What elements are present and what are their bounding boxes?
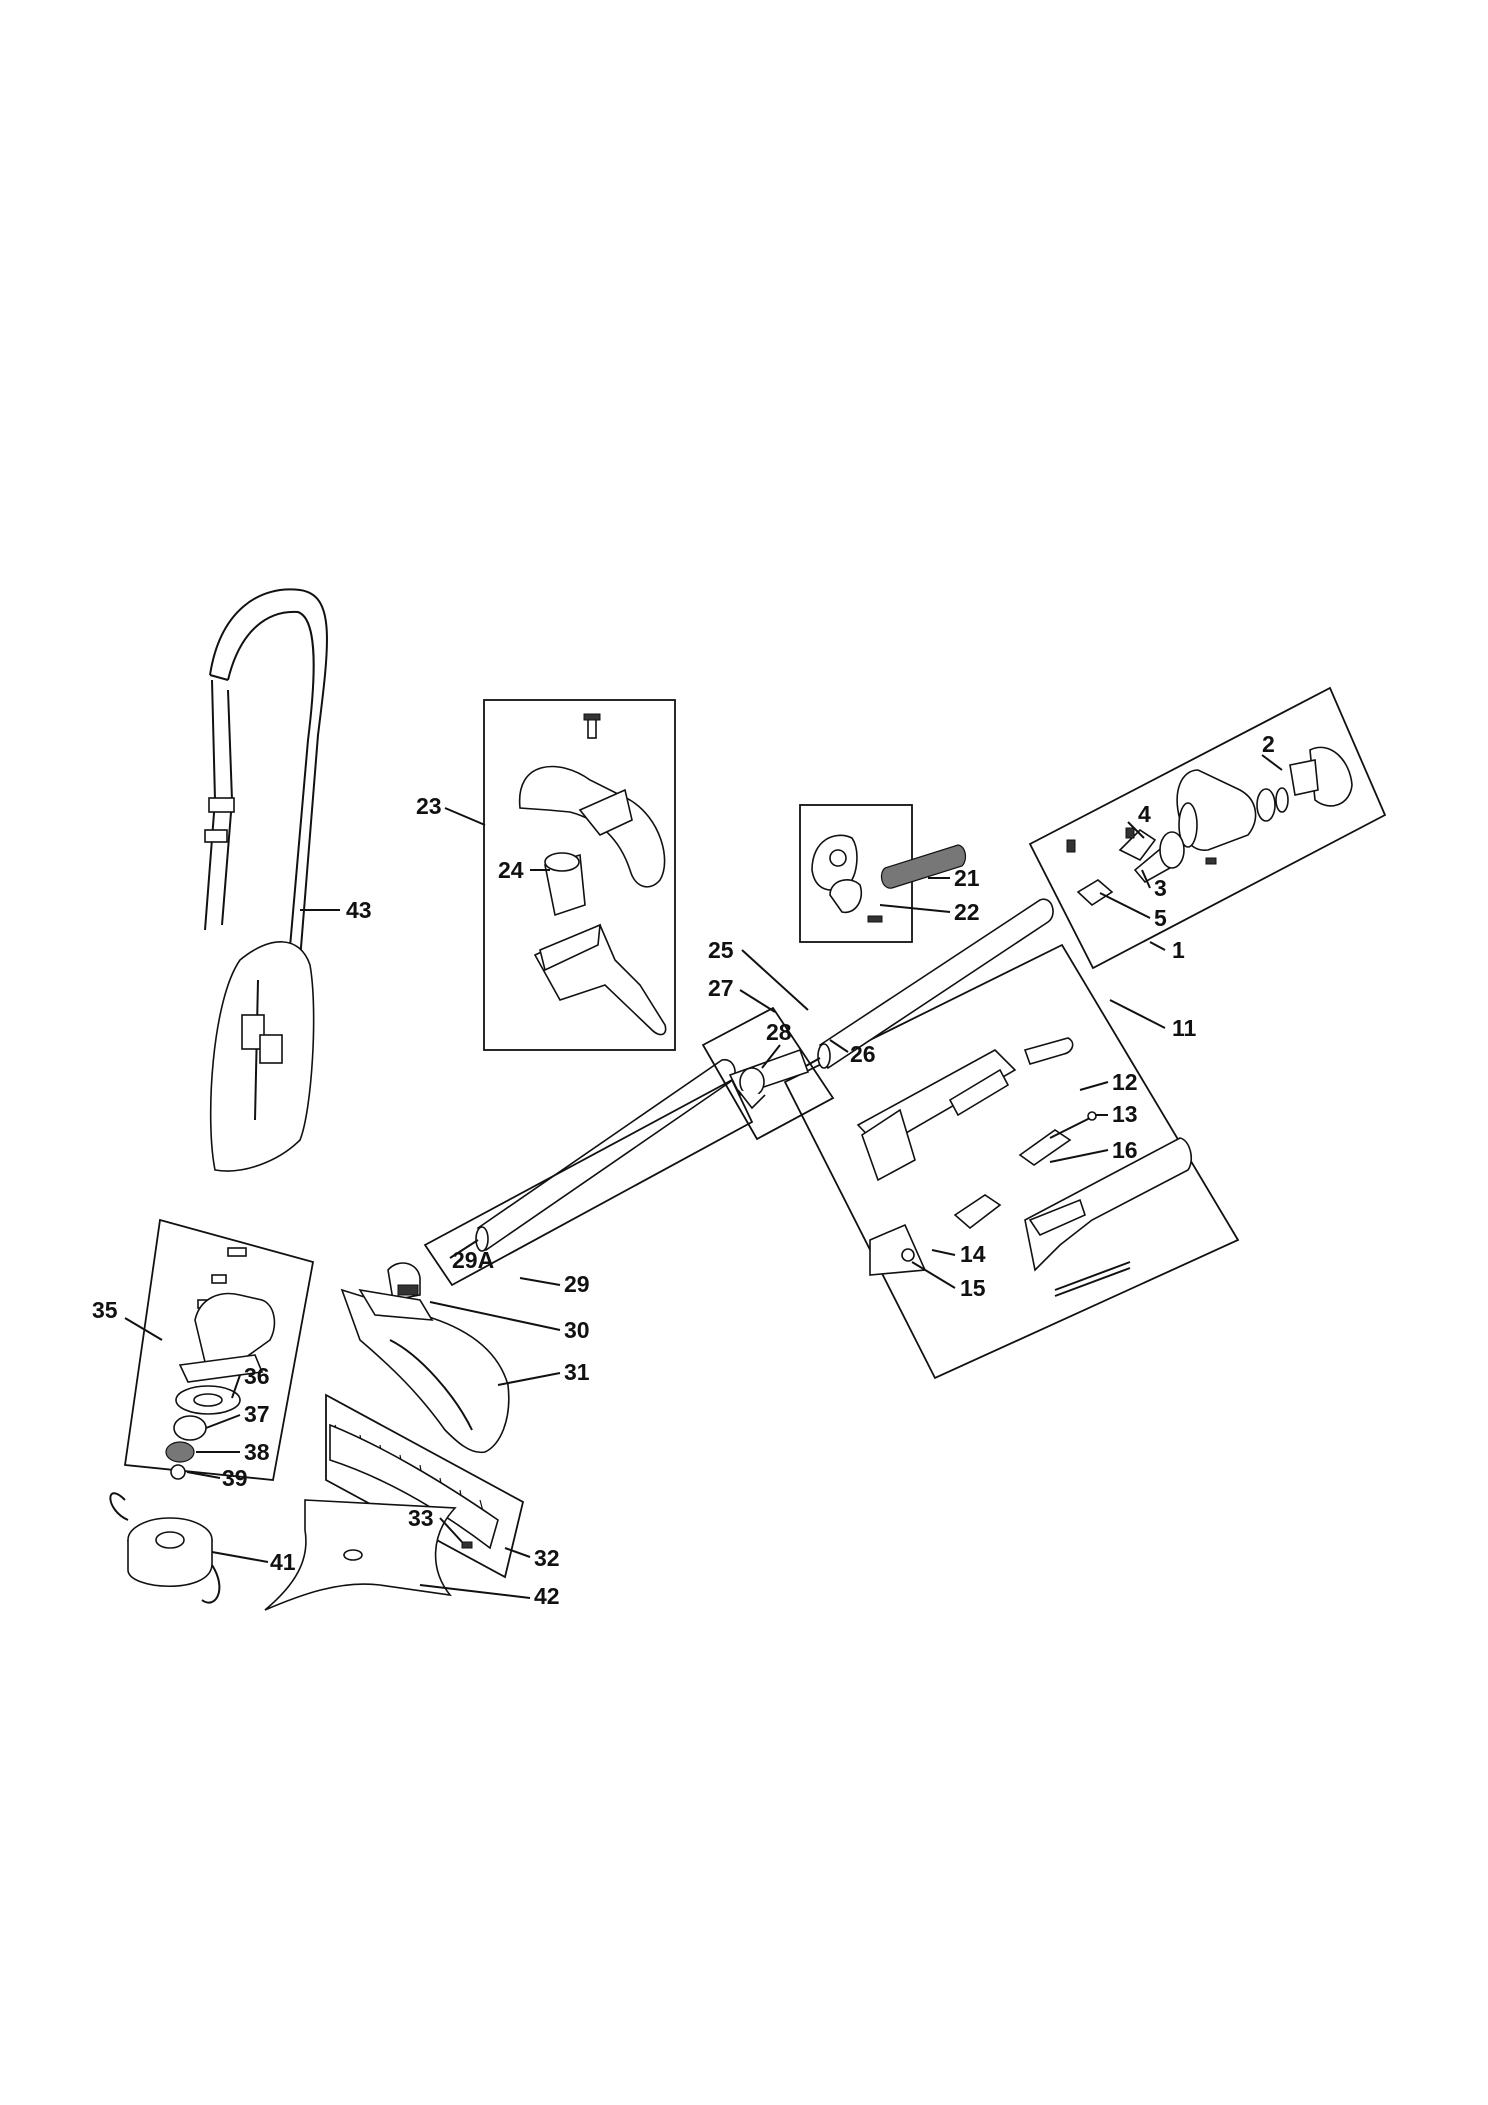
- label-part-31: 31: [564, 1359, 590, 1385]
- label-part-15: 15: [960, 1275, 986, 1301]
- label-part-35: 35: [92, 1297, 118, 1323]
- part-labels: 23 24 43 21 22 25 27 28 26 2 4 3 5 1 11 …: [92, 731, 1275, 1609]
- label-part-5: 5: [1154, 905, 1167, 931]
- label-part-11: 11: [1172, 1015, 1197, 1041]
- label-part-33: 33: [408, 1505, 434, 1531]
- guard-assembly: [325, 1262, 525, 1579]
- shoulder-strap: [204, 588, 328, 1172]
- label-part-29: 29: [564, 1271, 590, 1297]
- label-part-32: 32: [534, 1545, 560, 1571]
- label-part-16: 16: [1112, 1137, 1138, 1163]
- clamp-box: [799, 804, 967, 943]
- label-part-39: 39: [222, 1465, 248, 1491]
- label-part-2: 2: [1262, 731, 1275, 757]
- label-part-26: 26: [850, 1041, 876, 1067]
- label-part-36: 36: [244, 1363, 270, 1389]
- gearhead-box: [1028, 686, 1387, 970]
- engine-housing-box: [783, 943, 1240, 1380]
- label-part-14: 14: [960, 1241, 986, 1267]
- label-part-37: 37: [244, 1401, 270, 1427]
- label-part-30: 30: [564, 1317, 590, 1343]
- label-part-24: 24: [498, 857, 524, 883]
- label-part-38: 38: [244, 1439, 270, 1465]
- label-part-27: 27: [708, 975, 734, 1001]
- label-part-41: 41: [270, 1549, 296, 1575]
- label-part-29a: 29A: [452, 1247, 494, 1273]
- label-part-3: 3: [1154, 875, 1167, 901]
- label-part-42: 42: [534, 1583, 560, 1609]
- label-part-13: 13: [1112, 1101, 1138, 1127]
- label-part-25: 25: [708, 937, 734, 963]
- label-part-28: 28: [766, 1019, 792, 1045]
- trimmer-head-and-blade: [109, 1492, 457, 1611]
- tube-boxes: [423, 1006, 835, 1287]
- label-part-1: 1: [1172, 937, 1185, 963]
- label-part-23: 23: [416, 793, 442, 819]
- handle-assembly-box: [483, 699, 676, 1051]
- drive-shaft-tubes: [449, 898, 1054, 1259]
- gearbox-box: [123, 1218, 315, 1481]
- label-part-43: 43: [346, 897, 372, 923]
- label-part-21: 21: [954, 865, 980, 891]
- label-part-22: 22: [954, 899, 980, 925]
- label-part-12: 12: [1112, 1069, 1138, 1095]
- leader-lines: [124, 754, 1283, 1599]
- label-part-4: 4: [1138, 801, 1151, 827]
